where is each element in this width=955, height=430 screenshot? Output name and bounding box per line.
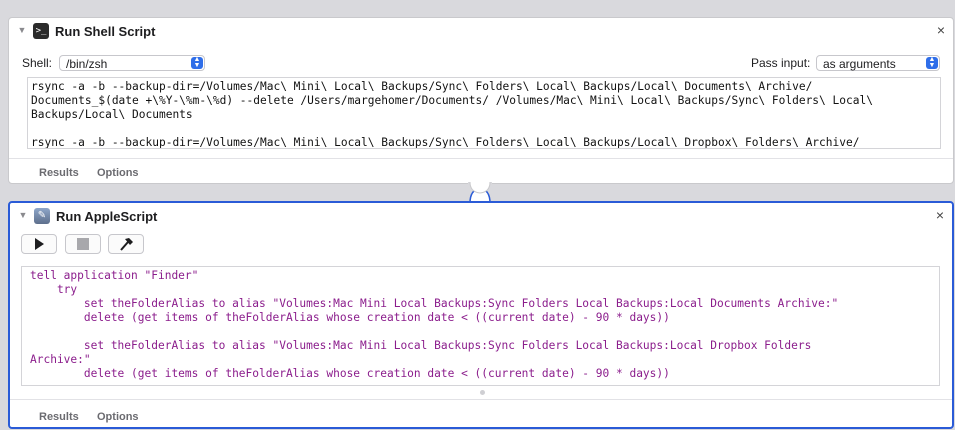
options-tab[interactable]: Options — [97, 167, 139, 179]
action-title: Run AppleScript — [56, 209, 158, 224]
terminal-icon: >_ — [33, 23, 49, 39]
stop-button[interactable] — [65, 234, 101, 254]
play-icon — [35, 238, 44, 250]
results-tab[interactable]: Results — [39, 411, 79, 423]
pass-input-value: as arguments — [823, 57, 896, 71]
footer-divider — [9, 158, 953, 159]
popup-arrows-icon: ▲▼ — [191, 56, 203, 69]
action-connector — [468, 182, 492, 203]
popup-arrows-icon: ▲▼ — [926, 56, 938, 69]
pass-input-popup[interactable]: as arguments ▲▼ — [816, 55, 940, 71]
action-title: Run Shell Script — [55, 24, 156, 39]
options-tab[interactable]: Options — [97, 411, 139, 423]
footer-divider — [10, 399, 952, 400]
hammer-icon — [120, 238, 133, 251]
resize-grip[interactable] — [480, 390, 485, 395]
action-header[interactable]: ▼ >_ Run Shell Script × — [9, 18, 953, 46]
shell-label: Shell: — [22, 56, 53, 70]
disclosure-chevron-icon[interactable]: ▼ — [18, 210, 28, 220]
action-header[interactable]: ▼ ✎ Run AppleScript × — [10, 203, 952, 231]
stop-icon — [77, 238, 89, 250]
run-applescript-action[interactable]: ▼ ✎ Run AppleScript × tell application "… — [8, 201, 954, 429]
applescript-icon: ✎ — [34, 208, 50, 224]
pass-input-label: Pass input: — [751, 56, 811, 70]
results-tab[interactable]: Results — [39, 167, 79, 179]
compile-button[interactable] — [108, 234, 144, 254]
shell-value: /bin/zsh — [66, 57, 108, 71]
run-shell-script-action[interactable]: ▼ >_ Run Shell Script × Shell: /bin/zsh … — [8, 17, 954, 184]
disclosure-chevron-icon[interactable]: ▼ — [17, 25, 27, 35]
run-button[interactable] — [21, 234, 57, 254]
close-icon[interactable]: × — [935, 207, 944, 223]
shell-popup[interactable]: /bin/zsh ▲▼ — [59, 55, 205, 71]
applescript-editor[interactable]: tell application "Finder" try set theFol… — [21, 266, 940, 386]
shell-script-editor[interactable]: rsync -a -b --backup-dir=/Volumes/Mac\ M… — [27, 77, 941, 149]
close-icon[interactable]: × — [936, 22, 945, 38]
